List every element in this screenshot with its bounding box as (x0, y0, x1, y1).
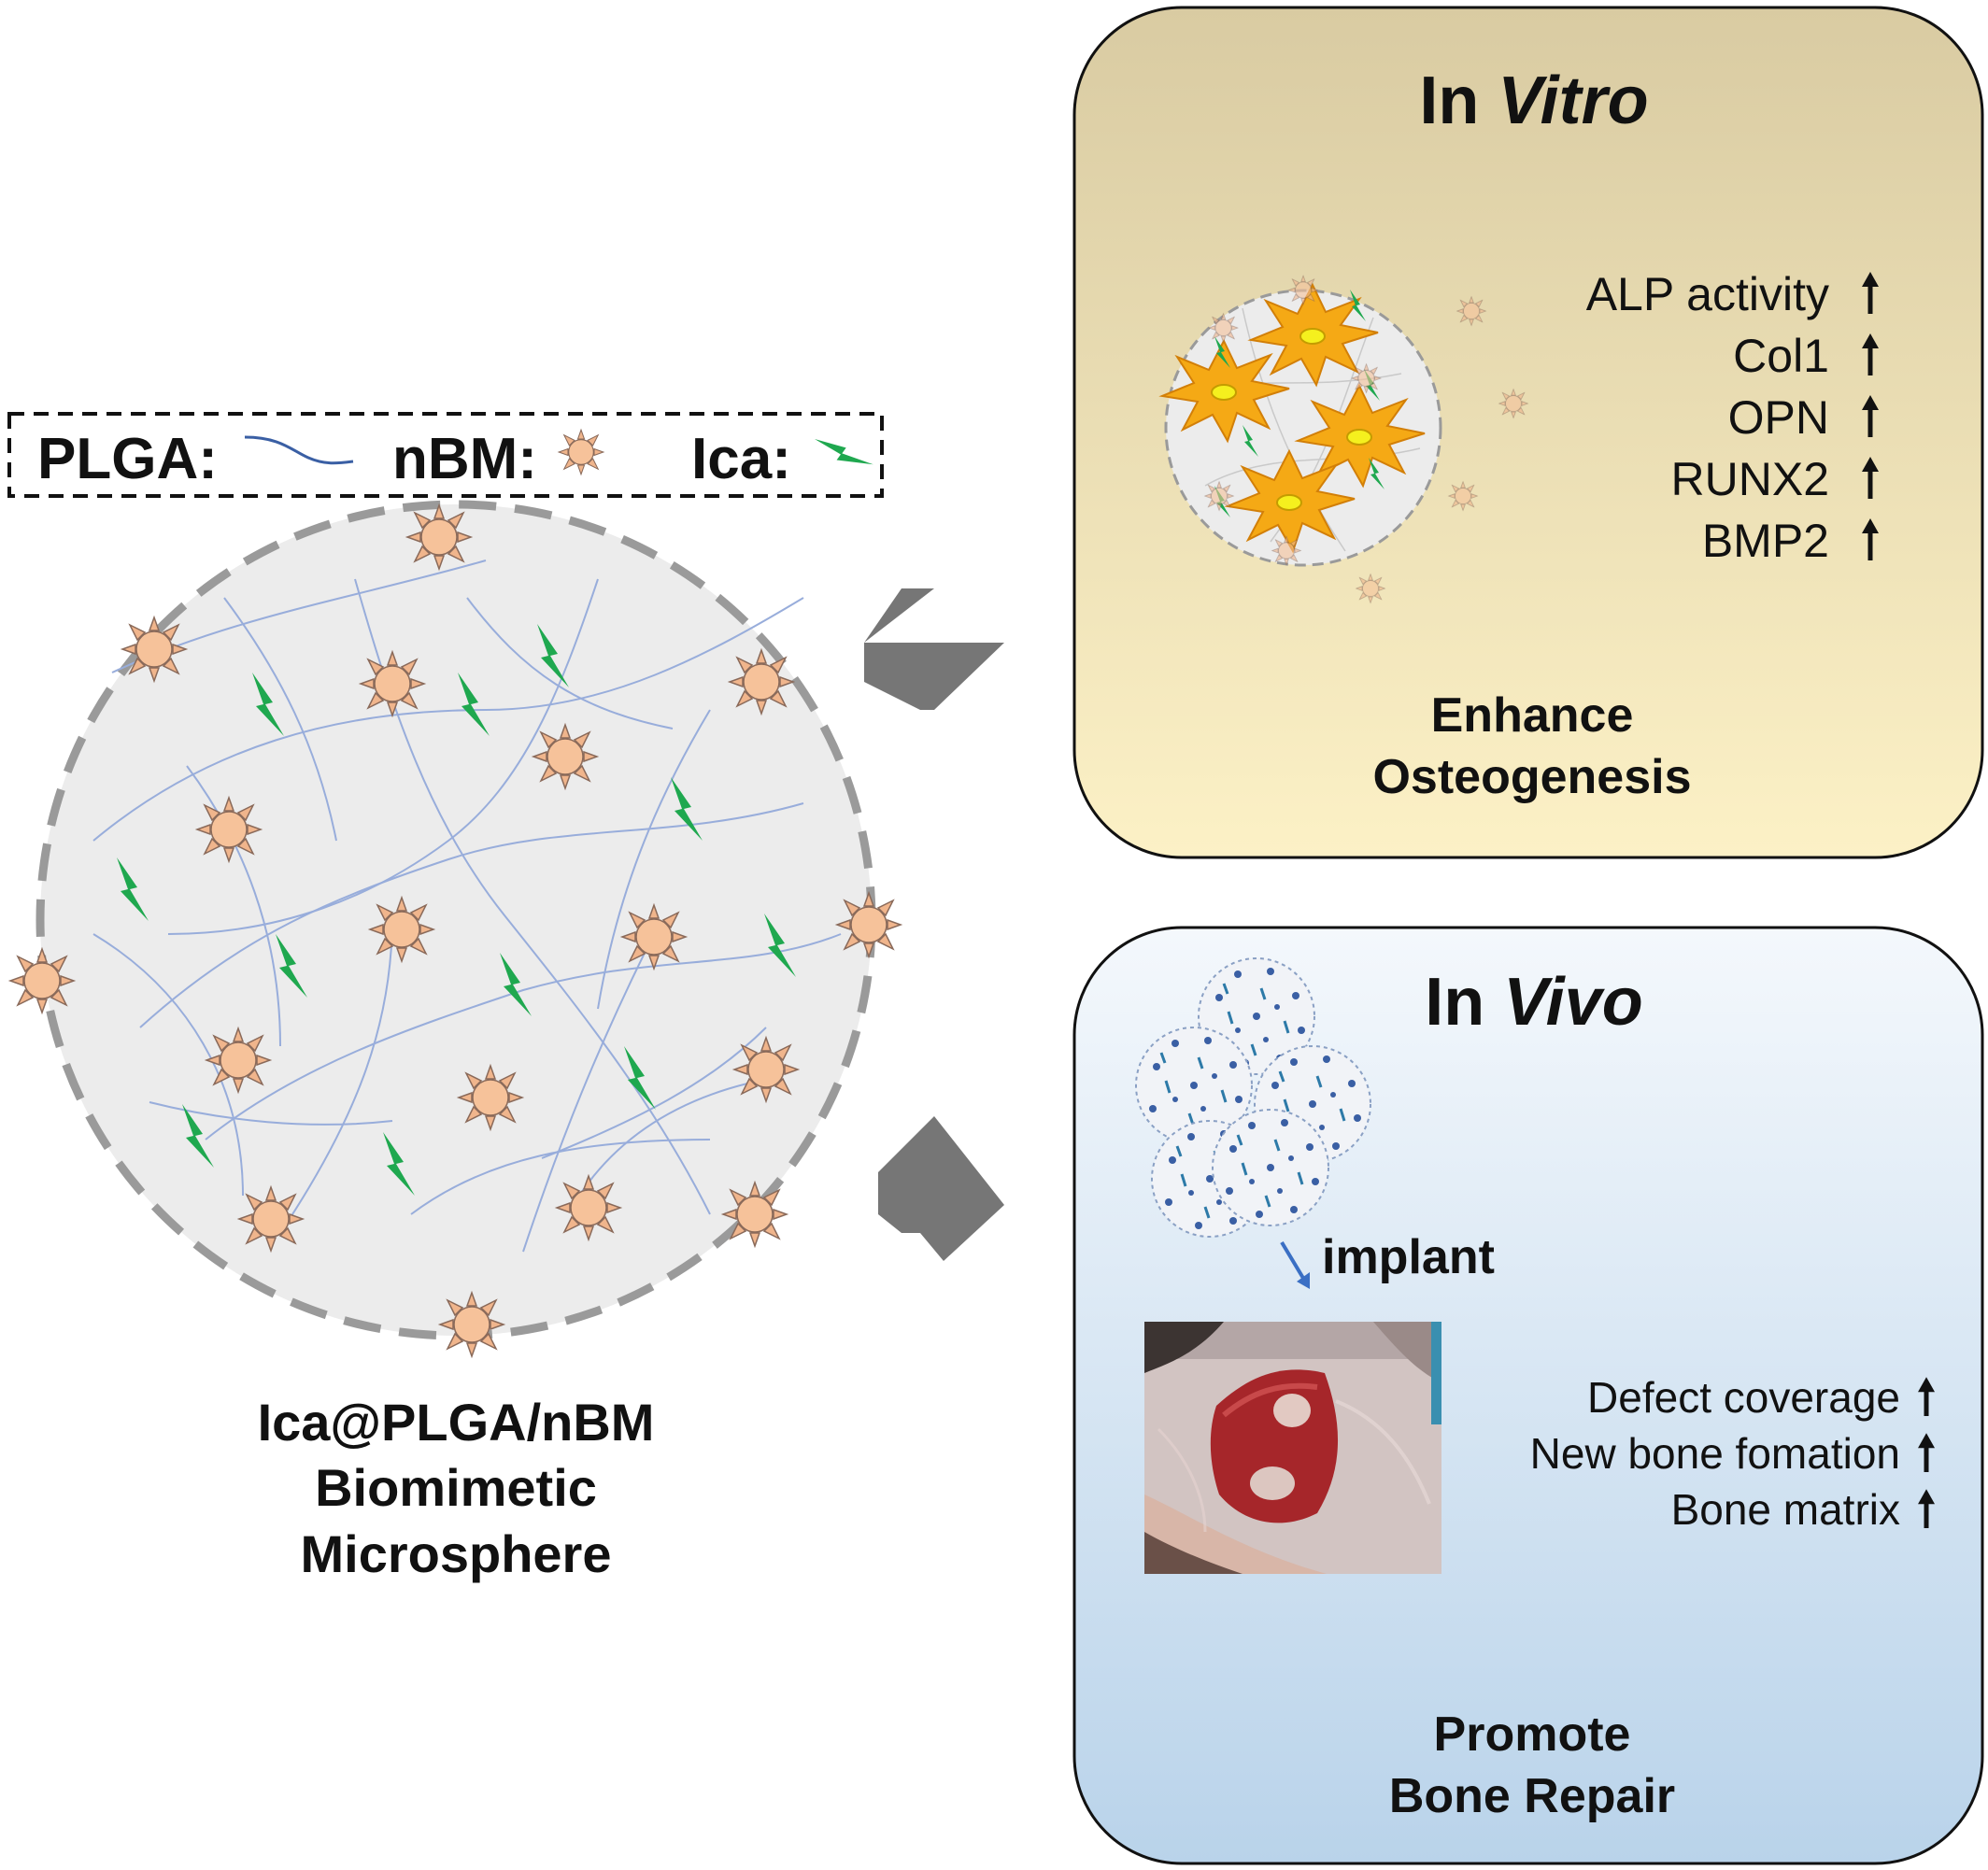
in-vitro-marker-label: Col1 (1733, 330, 1829, 382)
in-vivo-title: In Vivo (1425, 965, 1642, 1040)
in-vitro-marker-label: BMP2 (1702, 515, 1829, 567)
up-arrow-icon (1862, 518, 1879, 560)
implant-arrowhead (1297, 1272, 1310, 1289)
up-arrow-icon (1918, 1489, 1935, 1528)
in-vitro-outcome-line2: Osteogenesis (1372, 750, 1691, 804)
microsphere-caption-line3: Microsphere (301, 1524, 612, 1583)
arrow-to-in-vivo (878, 1116, 1004, 1261)
in-vivo-marker-label: Defect coverage (1587, 1373, 1900, 1422)
legend-nbm-label: nBM: (392, 427, 537, 491)
drug-lightning-icon (815, 420, 873, 483)
in-vivo-marker-label: Bone matrix (1671, 1485, 1900, 1534)
in-vitro-box (1072, 6, 1984, 859)
implant-arrow (1280, 1240, 1306, 1282)
polymer-fiber-icon (244, 435, 354, 465)
up-arrow-icon (1862, 395, 1879, 437)
microsphere-caption-line1: Ica@PLGA/nBM (258, 1393, 655, 1452)
legend-box (7, 412, 884, 498)
implant-label: implant (1322, 1230, 1495, 1284)
up-arrow-icon (1862, 272, 1879, 314)
up-arrow-icon (1918, 1377, 1935, 1416)
in-vivo-outcome-line1: Promote (1434, 1707, 1631, 1762)
in-vivo-marker-label: New bone fomation (1530, 1429, 1900, 1478)
up-arrow-icon (1862, 457, 1879, 499)
arrow-to-in-vitro-shape (866, 588, 1004, 719)
microsphere: Ica@PLGA/nBM Biomimetic Microsphere (9, 500, 902, 1583)
legend-ica-label: Ica: (691, 427, 791, 491)
arrow-to-in-vitro (864, 588, 1004, 710)
nanoparticle-icon (558, 429, 604, 475)
in-vitro-cell-culture (1161, 275, 1528, 603)
in-vitro-outcome-line1: Enhance (1431, 688, 1634, 743)
polymer-fibers (92, 560, 842, 1253)
surgery-photo (1144, 1322, 1441, 1574)
in-vitro-title: In Vitro (1419, 64, 1648, 138)
microsphere-caption-line2: Biomimetic (315, 1458, 597, 1517)
in-vitro-marker-label: OPN (1728, 391, 1829, 444)
in-vitro-marker-label: RUNX2 (1671, 453, 1829, 505)
legend: PLGA: nBM: Ica: (7, 412, 884, 498)
in-vivo-outcome-line2: Bone Repair (1389, 1769, 1675, 1823)
up-arrow-icon (1862, 333, 1879, 375)
up-arrow-icon (1918, 1433, 1935, 1472)
legend-plga-label: PLGA: (37, 427, 218, 491)
in-vitro-marker-label: ALP activity (1586, 268, 1829, 320)
